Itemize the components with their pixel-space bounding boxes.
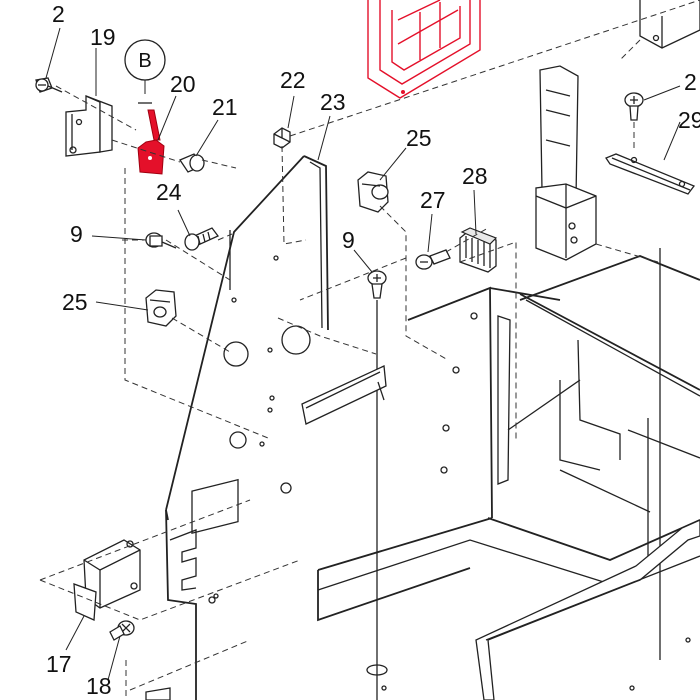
bottom-left-bracket: [145, 687, 171, 700]
screw-21: [179, 153, 205, 173]
callout-20: 20: [170, 71, 196, 97]
callout-21: 21: [212, 94, 238, 120]
callout-25-left: 25: [62, 289, 88, 315]
callout-leaders: [45, 27, 681, 681]
callout-25-mid: 25: [406, 125, 432, 151]
callout-2-top: 2: [52, 1, 65, 27]
screw-18: [109, 620, 135, 641]
screw-2-right: [624, 92, 644, 121]
callout-27: 27: [420, 187, 446, 213]
screw-24: [184, 227, 220, 251]
detail-marker-label: B: [138, 50, 151, 72]
callout-9-mid: 9: [342, 227, 355, 253]
nut-22: [273, 127, 291, 149]
top-right-box: [639, 0, 700, 49]
part-28-bracket: [459, 227, 498, 273]
highlighted-top-assembly: [367, 0, 481, 99]
callout-9-left: 9: [70, 221, 83, 247]
assembly-dashed-lines: [39, 0, 700, 700]
screw-27: [415, 249, 451, 270]
callout-19: 19: [90, 24, 116, 50]
center-cross-bracket: [301, 365, 387, 425]
screw-2-top: [35, 77, 63, 93]
callout-18: 18: [86, 673, 112, 699]
bracket-19: [65, 95, 113, 157]
callout-22: 22: [280, 67, 306, 93]
clip-25-left: [145, 289, 177, 327]
screw-9-left: [145, 232, 177, 249]
clip-25-mid: [357, 171, 389, 213]
callout-17: 17: [46, 651, 72, 677]
vertical-guide-block: [535, 65, 597, 261]
callout-29: 29: [678, 107, 700, 133]
detail-marker-b: B: [124, 39, 166, 104]
main-frame: [317, 248, 700, 700]
rail-29: [605, 153, 696, 195]
side-panel-23: [165, 155, 329, 700]
part-20-highlighted: [137, 109, 165, 175]
callout-labels: 2 19 20 21 22 23 24 9 25 25 27 28 9 2 29…: [46, 1, 700, 699]
callout-24: 24: [156, 179, 182, 205]
door-latch-17: [73, 539, 141, 621]
callout-2-right: 2: [684, 69, 697, 95]
callout-28: 28: [462, 163, 488, 189]
callout-23: 23: [320, 89, 346, 115]
screw-9-mid: [367, 270, 387, 700]
